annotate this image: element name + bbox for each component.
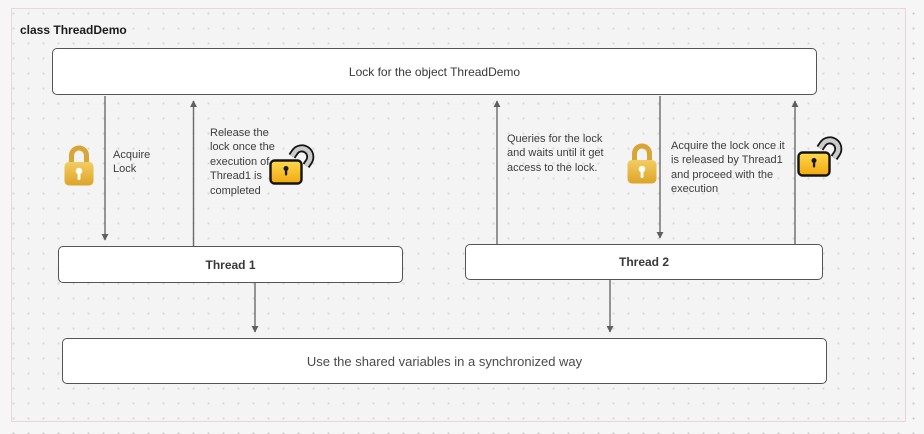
acquire-lock-annotation[interactable]: Acquire Lock (113, 149, 151, 176)
thread1-node[interactable]: Thread 1 (58, 246, 403, 283)
thread2-label: Thread 2 (618, 255, 669, 269)
shared-variables-node[interactable]: Use the shared variables in a synchroniz… (62, 338, 827, 384)
closed-lock-icon[interactable] (626, 140, 658, 186)
acquire-after-release-annotation[interactable]: Acquire the lock once it is released by … (671, 140, 785, 196)
thread2-node[interactable]: Thread 2 (465, 244, 823, 280)
lock-object-label: Lock for the object ThreadDemo (348, 64, 521, 79)
release-lock-annotation[interactable]: Release the lock once the execution of T… (210, 127, 275, 197)
closed-lock-icon[interactable] (63, 143, 95, 187)
open-lock-icon[interactable] (796, 131, 848, 179)
queries-lock-annotation[interactable]: Queries for the lock and waits until it … (507, 133, 604, 174)
lock-object-node[interactable]: Lock for the object ThreadDemo (52, 48, 817, 95)
class-title[interactable]: class ThreadDemo (20, 23, 127, 37)
shared-variables-label: Use the shared variables in a synchroniz… (306, 353, 583, 369)
open-lock-icon[interactable] (268, 139, 320, 187)
thread1-label: Thread 1 (205, 257, 256, 272)
